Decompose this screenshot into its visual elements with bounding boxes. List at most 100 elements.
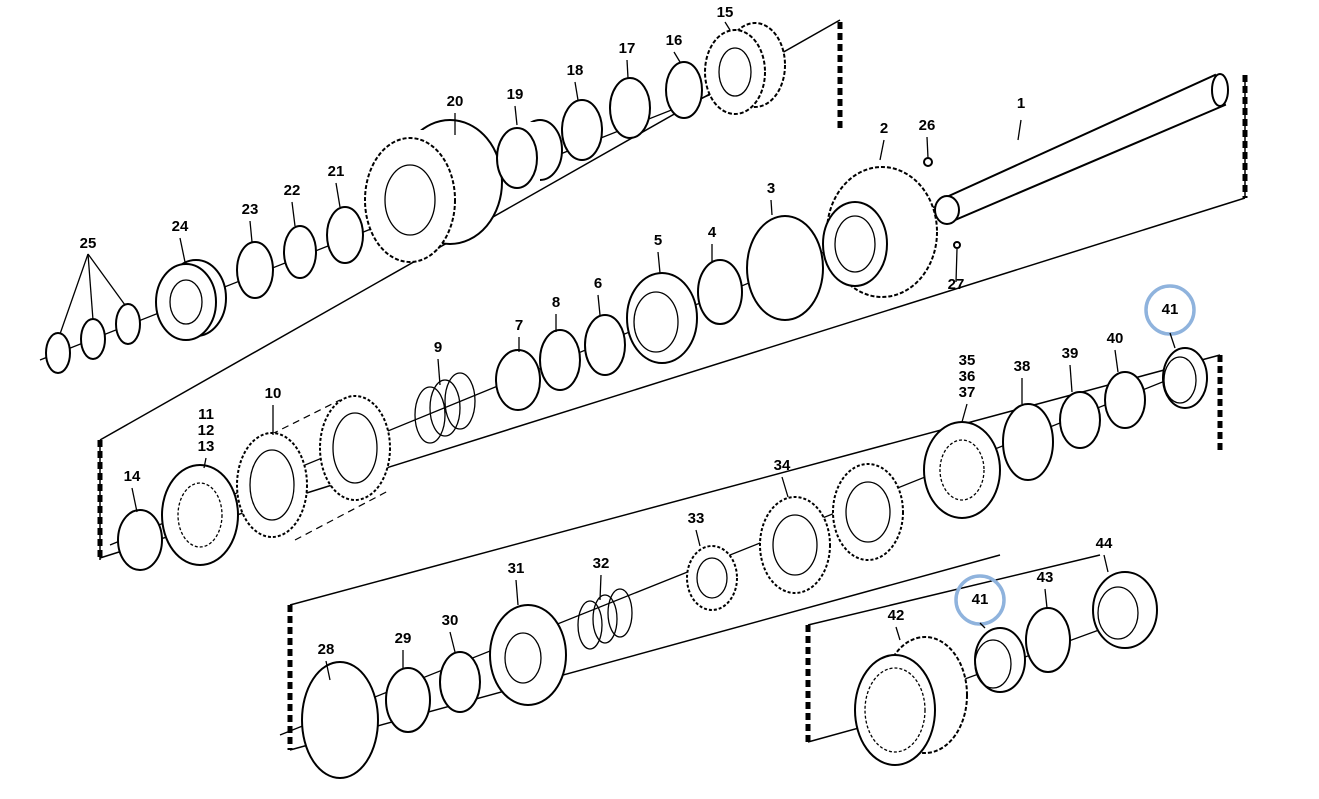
leader-line-33: [695, 529, 701, 547]
part-label-10: 10: [265, 385, 282, 402]
part-label-5: 5: [654, 232, 662, 249]
part-44-bearing: [1092, 571, 1158, 649]
part-1-shaft: [934, 73, 1229, 225]
part-label-22: 22: [284, 182, 301, 199]
part-label-16: 16: [666, 32, 683, 49]
part-26: [923, 157, 933, 167]
part-label-21: 21: [328, 163, 345, 180]
part-label-11: 11: [198, 406, 214, 423]
part-label-3: 3: [767, 180, 775, 197]
part-label-1: 1: [1017, 95, 1025, 112]
part-25b: [80, 318, 106, 360]
highlight-41-lower: [954, 574, 1006, 626]
part-label-42: 42: [888, 607, 905, 624]
leader-line-41: [1169, 332, 1176, 349]
row2-parts: [117, 73, 1229, 571]
part-38: [1002, 403, 1054, 481]
leader-line-17: [626, 59, 629, 79]
part-2-gear: [822, 166, 938, 298]
part-label-30: 30: [442, 612, 459, 629]
leader-line-40: [1114, 349, 1119, 373]
part-label-17: 17: [619, 40, 636, 57]
part-label-41: 41: [972, 591, 989, 608]
part-41-upper: [1162, 347, 1208, 409]
part-39: [1059, 391, 1101, 449]
leader-line-19: [514, 105, 518, 126]
part-32-spring: [577, 588, 633, 650]
part-label-4: 4: [708, 224, 717, 241]
part-label-18: 18: [567, 62, 584, 79]
leader-line-41: [979, 622, 986, 629]
part-label-13: 13: [198, 438, 215, 455]
part-20-gear: [364, 119, 503, 263]
part-label-6: 6: [594, 275, 602, 292]
part-labels: 1234567891011121314151617181920212223242…: [80, 4, 1179, 658]
leader-line-39: [1069, 364, 1073, 393]
leader-line-31: [515, 579, 519, 606]
part-7: [495, 349, 541, 411]
leader-line-32: [599, 574, 602, 601]
part-label-14: 14: [124, 468, 141, 485]
part-19-bushing: [496, 119, 563, 189]
part-label-15: 15: [717, 4, 734, 21]
part-11-13-disc: [161, 464, 239, 566]
part-28: [301, 661, 379, 779]
leader-line-15: [724, 21, 731, 31]
part-15-gear: [704, 22, 786, 115]
part-label-7: 7: [515, 317, 523, 334]
leader-lines: [59, 21, 1176, 681]
part-35-37-disc: [923, 421, 1001, 519]
part-4: [697, 259, 743, 325]
part-22: [283, 225, 317, 279]
part-label-37: 37: [959, 384, 976, 401]
part-30: [439, 651, 481, 713]
leader-line-21: [335, 182, 341, 208]
part-18: [561, 99, 603, 161]
part-label-2: 2: [880, 120, 888, 137]
part-43: [1025, 607, 1071, 673]
leader-line-28: [325, 660, 331, 681]
part-16: [665, 61, 703, 119]
part-label-31: 31: [508, 560, 525, 577]
part-label-28: 28: [318, 641, 335, 658]
leader-line-25-0: [59, 253, 89, 335]
part-31-disc: [489, 604, 567, 706]
part-42-gear: [854, 636, 968, 766]
part-9-spring: [414, 372, 476, 444]
leader-line-42: [895, 626, 901, 641]
row4-parts: [854, 571, 1158, 766]
part-label-25: 25: [80, 235, 97, 252]
part-label-20: 20: [447, 93, 464, 110]
part-label-32: 32: [593, 555, 610, 572]
part-label-41: 41: [1162, 301, 1179, 318]
leader-line-1: [1017, 119, 1022, 141]
part-5-piston: [626, 272, 698, 364]
part-label-40: 40: [1107, 330, 1124, 347]
part-34-discs: [759, 463, 904, 594]
part-label-9: 9: [434, 339, 442, 356]
part-10-discs: [236, 395, 391, 538]
part-label-39: 39: [1062, 345, 1079, 362]
row3-parts: [301, 347, 1208, 779]
part-40: [1104, 371, 1146, 429]
leader-line-16: [673, 51, 681, 63]
part-label-43: 43: [1037, 569, 1054, 586]
part-label-29: 29: [395, 630, 412, 647]
part-25c: [115, 303, 141, 345]
part-label-36: 36: [959, 368, 976, 385]
leader-line-43: [1044, 588, 1048, 609]
part-label-38: 38: [1014, 358, 1031, 375]
part-33-hub: [686, 545, 738, 611]
leader-line-3: [770, 199, 773, 216]
leader-line-37: [961, 403, 968, 423]
leader-line-14: [131, 487, 138, 513]
part-label-26: 26: [919, 117, 936, 134]
part-17: [609, 77, 651, 139]
part-label-24: 24: [172, 218, 189, 235]
part-6: [584, 314, 626, 376]
leader-line-2: [879, 139, 885, 161]
part-label-8: 8: [552, 294, 560, 311]
leader-line-34: [781, 476, 789, 498]
